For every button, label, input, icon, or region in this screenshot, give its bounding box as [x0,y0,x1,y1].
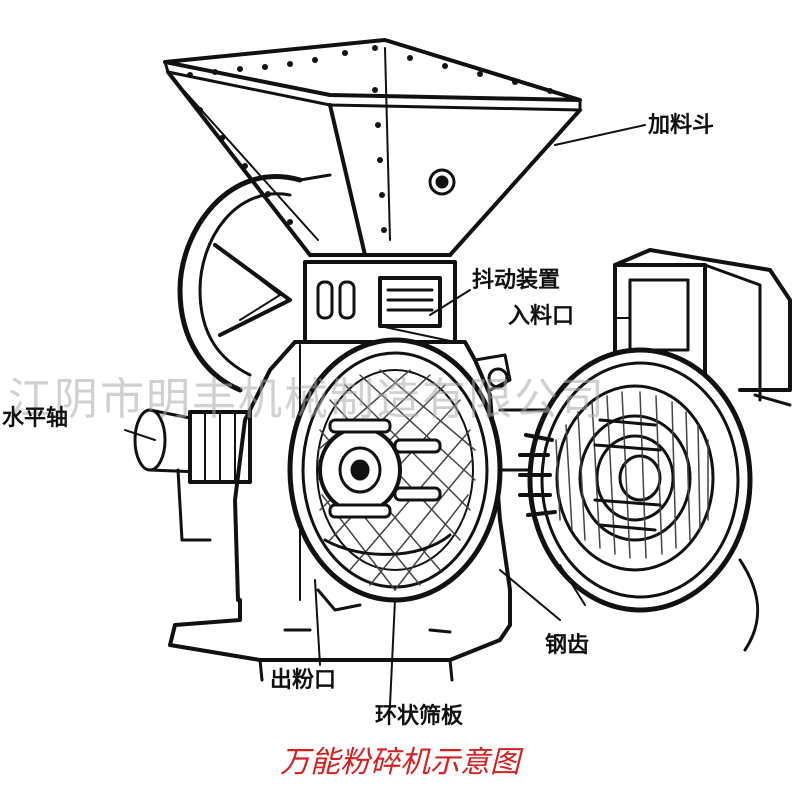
label-ring-screen: 环状筛板 [375,704,464,729]
label-feed-inlet: 入料口 [508,304,575,329]
horizontal-shaft [133,408,252,542]
leader-lines [124,124,646,706]
label-horizontal-shaft: 水平轴 [2,406,69,431]
hopper-rivets [187,45,553,233]
agitator-housing [303,260,457,344]
label-hopper: 加料斗 [648,113,715,138]
label-powder-outlet: 出粉口 [270,668,337,693]
figure-caption: 万能粉碎机示意图 [280,745,520,780]
watermark-text: 江阴市明丰机械制造有限公司 [8,374,606,425]
door-with-teeth [518,347,792,652]
label-steel-teeth: 钢齿 [545,633,590,658]
hopper [163,38,582,267]
grinding-chamber [287,337,503,612]
label-agitator: 抖动装置 [472,268,561,293]
main-housing [168,340,512,682]
flywheel [177,173,332,393]
